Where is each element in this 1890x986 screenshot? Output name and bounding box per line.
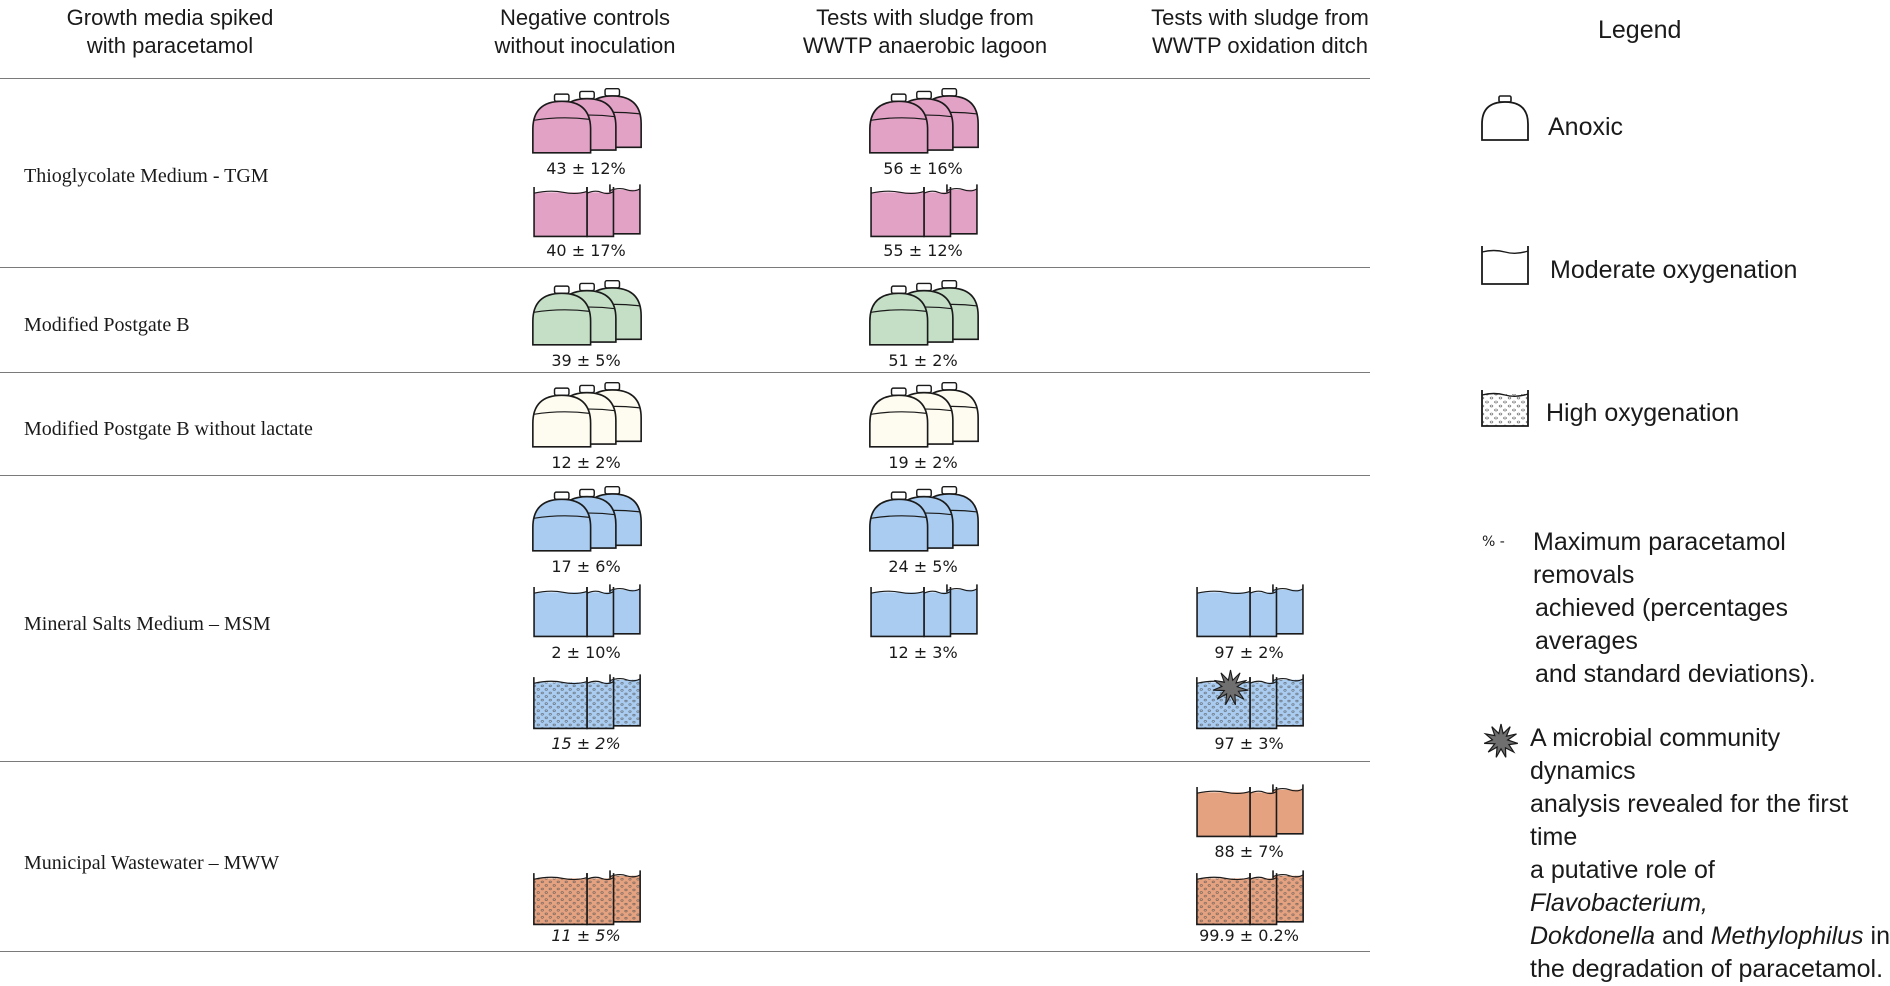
legend-dokdonella: Dokdonella bbox=[1530, 922, 1656, 950]
bottles-mww-neg-high bbox=[525, 866, 649, 928]
row-label-mww: Municipal Wastewater – MWW bbox=[24, 852, 280, 874]
bottles-tgm-lag-moderate bbox=[862, 180, 986, 240]
bottles-msm-ditch-moderate bbox=[1188, 580, 1312, 640]
result-pgbnl-neg-anoxic: 12 ± 2% bbox=[551, 453, 621, 472]
bottles-msm-neg-high bbox=[525, 670, 649, 732]
bottles-msm-neg-moderate bbox=[525, 580, 649, 640]
legend-anoxic-label: Anoxic bbox=[1548, 113, 1624, 141]
row-label-msm: Mineral Salts Medium – MSM bbox=[24, 613, 271, 635]
bottles-msm-ditch-high bbox=[1188, 669, 1312, 732]
legend-percent-line-3: and standard deviations). bbox=[1535, 660, 1816, 688]
result-tgm-lag-anoxic: 56 ± 16% bbox=[883, 159, 963, 178]
separator-header bbox=[0, 78, 1370, 79]
result-msm-neg-anoxic: 17 ± 6% bbox=[551, 557, 621, 576]
legend-methylophilus: Methylophilus bbox=[1710, 922, 1864, 950]
bottles-pgb-neg-anoxic bbox=[525, 278, 649, 352]
result-msm-ditch-high: 97 ± 3% bbox=[1214, 734, 1284, 753]
legend-microbial-line-5: the degradation of paracetamol. bbox=[1530, 955, 1884, 983]
result-mww-neg-high: 11 ± 5% bbox=[551, 926, 621, 945]
legend-microbial-line-3-pre: a putative role of bbox=[1530, 856, 1715, 884]
legend-microbial-line-4-mid: and bbox=[1655, 922, 1711, 950]
legend-microbial-line-3: a putative role of Flavobacterium, bbox=[1530, 854, 1890, 920]
bottles-msm-neg-anoxic bbox=[525, 484, 649, 558]
bottles-tgm-neg-anoxic bbox=[525, 86, 649, 160]
result-tgm-neg-moderate: 40 ± 17% bbox=[546, 241, 626, 260]
bottles-tgm-lag-anoxic bbox=[862, 86, 986, 160]
separator-msm bbox=[0, 761, 1370, 762]
result-pgb-neg-anoxic: 39 ± 5% bbox=[551, 351, 621, 370]
legend-moderate-label: Moderate oxygenation bbox=[1550, 256, 1798, 284]
legend-percent-line-1: Maximum paracetamol removals bbox=[1533, 528, 1786, 589]
legend-microbial-line-2: analysis revealed for the first time bbox=[1530, 790, 1849, 851]
row-label-postgate-b-no-lactate: Modified Postgate B without lactate bbox=[24, 418, 313, 440]
legend-title: Legend bbox=[1598, 16, 1682, 44]
legend-high-label: High oxygenation bbox=[1546, 399, 1740, 427]
separator-mww bbox=[0, 951, 1370, 952]
header-growth-media: Growth media spiked with paracetamol bbox=[66, 5, 274, 58]
legend-microbial-line-1: A microbial community dynamics bbox=[1530, 724, 1781, 785]
result-msm-neg-moderate: 2 ± 10% bbox=[551, 643, 621, 662]
result-msm-ditch-moderate: 97 ± 2% bbox=[1214, 643, 1284, 662]
result-msm-lag-anoxic: 24 ± 5% bbox=[888, 557, 958, 576]
result-pgbnl-lag-anoxic: 19 ± 2% bbox=[888, 453, 958, 472]
result-msm-neg-high: 15 ± 2% bbox=[551, 734, 621, 753]
header-oxidation-ditch: Tests with sludge from WWTP oxidation di… bbox=[1151, 5, 1369, 58]
legend-moderate-bottle-icon bbox=[1480, 244, 1530, 291]
legend-percent-description: Maximum paracetamol removals achieved (p… bbox=[1533, 526, 1890, 691]
result-mww-ditch-moderate: 88 ± 7% bbox=[1214, 842, 1284, 861]
starburst-marker bbox=[1212, 669, 1249, 705]
legend-starburst-icon bbox=[1480, 722, 1522, 765]
header-negative-controls: Negative controls without inoculation bbox=[494, 5, 676, 58]
bottles-pgb-lag-anoxic bbox=[862, 278, 986, 352]
row-label-postgate-b: Modified Postgate B bbox=[24, 314, 190, 336]
bottles-msm-lag-anoxic bbox=[862, 484, 986, 558]
legend-flavobacterium: Flavobacterium, bbox=[1530, 889, 1708, 917]
bottles-pgbnl-lag-anoxic bbox=[862, 380, 986, 454]
bottles-tgm-neg-moderate bbox=[525, 180, 649, 240]
bottles-mww-ditch-moderate bbox=[1188, 780, 1312, 840]
separator-pgb-nolac bbox=[0, 475, 1370, 476]
separator-pgb bbox=[0, 372, 1370, 373]
separator-tgm bbox=[0, 267, 1370, 268]
result-tgm-neg-anoxic: 43 ± 12% bbox=[546, 159, 626, 178]
legend-microbial-line-4-post: in bbox=[1863, 922, 1890, 950]
bottles-mww-ditch-high bbox=[1188, 866, 1312, 928]
legend-anoxic-bottle-icon bbox=[1480, 94, 1530, 149]
legend-microbial-line-4: Dokdonella and Methylophilus in bbox=[1530, 920, 1890, 953]
row-label-tgm: Thioglycolate Medium - TGM bbox=[24, 165, 269, 187]
result-tgm-lag-moderate: 55 ± 12% bbox=[883, 241, 963, 260]
result-mww-ditch-high: 99.9 ± 0.2% bbox=[1199, 926, 1299, 945]
legend-starburst-shape bbox=[1483, 723, 1518, 758]
header-anaerobic-lagoon: Tests with sludge from WWTP anaerobic la… bbox=[802, 5, 1048, 58]
bottles-pgbnl-neg-anoxic bbox=[525, 380, 649, 454]
legend-percent-symbol: % - bbox=[1482, 534, 1505, 550]
bottles-msm-lag-moderate bbox=[862, 580, 986, 640]
result-msm-lag-moderate: 12 ± 3% bbox=[888, 643, 958, 662]
legend-percent-line-2: achieved (percentages averages bbox=[1535, 594, 1788, 655]
result-pgb-lag-anoxic: 51 ± 2% bbox=[888, 351, 958, 370]
legend-high-bottle-icon bbox=[1480, 388, 1530, 433]
legend-microbial-description: A microbial community dynamics analysis … bbox=[1530, 722, 1890, 986]
